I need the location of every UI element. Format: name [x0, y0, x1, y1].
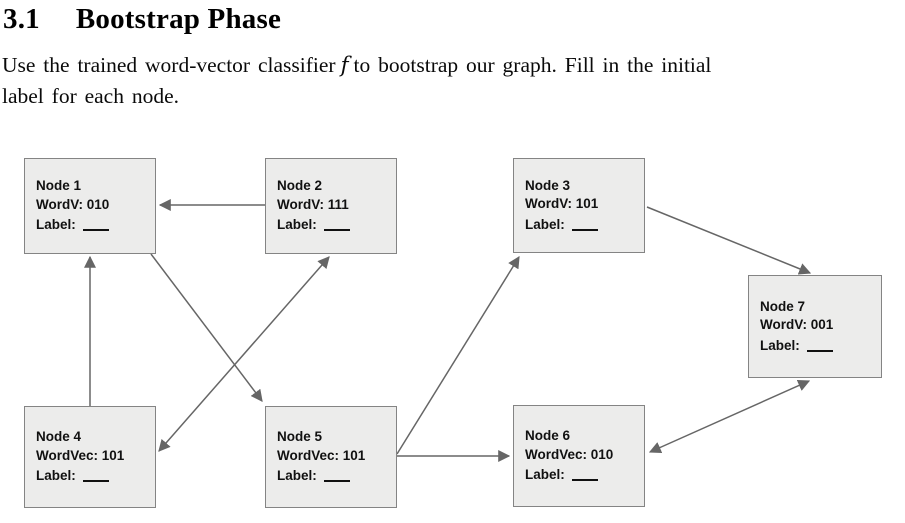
node-title: Node 2 [277, 178, 323, 194]
edge-n6-n7 [648, 379, 811, 454]
label-blank: ___ [806, 337, 833, 352]
node-label-line: Label: ___ [277, 214, 396, 235]
node-wordvec: WordV: 101 [525, 196, 599, 212]
label-blank: ___ [323, 216, 350, 232]
node-label-text: Label: [525, 216, 565, 232]
node-title: Node 1 [36, 178, 82, 194]
node-label-line: Label: ___ [760, 335, 881, 356]
edge-n1-n5 [150, 253, 263, 402]
node-label-line: Label: ___ [277, 465, 396, 486]
node-label-text: Label: [277, 217, 317, 233]
section-number: 3.1 [3, 3, 40, 35]
node-label-line: Label: ___ [36, 465, 155, 486]
node-wordvec: WordV: 111 [277, 196, 349, 212]
node-wordvec: WordV: 010 [36, 196, 110, 212]
label-blank: ___ [571, 466, 598, 482]
edge-n3-n7 [646, 206, 812, 275]
edge-n5-n3 [396, 255, 520, 455]
intro-text-1: Use the trained word-vector classifier [2, 53, 336, 77]
node-label-line: Label: ___ [525, 464, 644, 485]
node-wordvec: WordVec: 010 [525, 446, 614, 462]
node-label-text: Label: [525, 467, 565, 483]
intro-text-2: to bootstrap our graph. Fill in the init… [353, 53, 712, 77]
node-wordvec: WordVec: 101 [36, 447, 125, 463]
node-wordvec: WordVec: 101 [277, 447, 366, 463]
node-label-line: Label: ___ [36, 214, 155, 235]
node-title: Node 5 [277, 429, 323, 445]
node-label-text: Label: [277, 468, 317, 484]
label-blank: ___ [571, 216, 598, 231]
node-title: Node 4 [36, 429, 82, 445]
label-blank: ___ [323, 467, 350, 483]
node-label-text: Label: [36, 217, 76, 233]
node-title: Node 7 [760, 298, 806, 314]
edge-n2-n4 [158, 256, 330, 452]
node-label-line: Label: ___ [525, 214, 644, 235]
label-blank: ___ [82, 216, 109, 232]
node-label-text: Label: [36, 468, 76, 484]
node-title: Node 3 [525, 177, 571, 193]
intro-text-3: label for each node. [2, 84, 180, 108]
section-title: Bootstrap Phase [75, 3, 282, 35]
section-heading: 3.1 Bootstrap Phase [3, 3, 281, 36]
label-blank: ___ [82, 467, 109, 483]
node-title: Node 6 [525, 428, 571, 444]
node-wordvec: WordV: 001 [760, 317, 834, 333]
node-label-text: Label: [760, 337, 800, 353]
math-f-symbol: f [340, 53, 349, 78]
